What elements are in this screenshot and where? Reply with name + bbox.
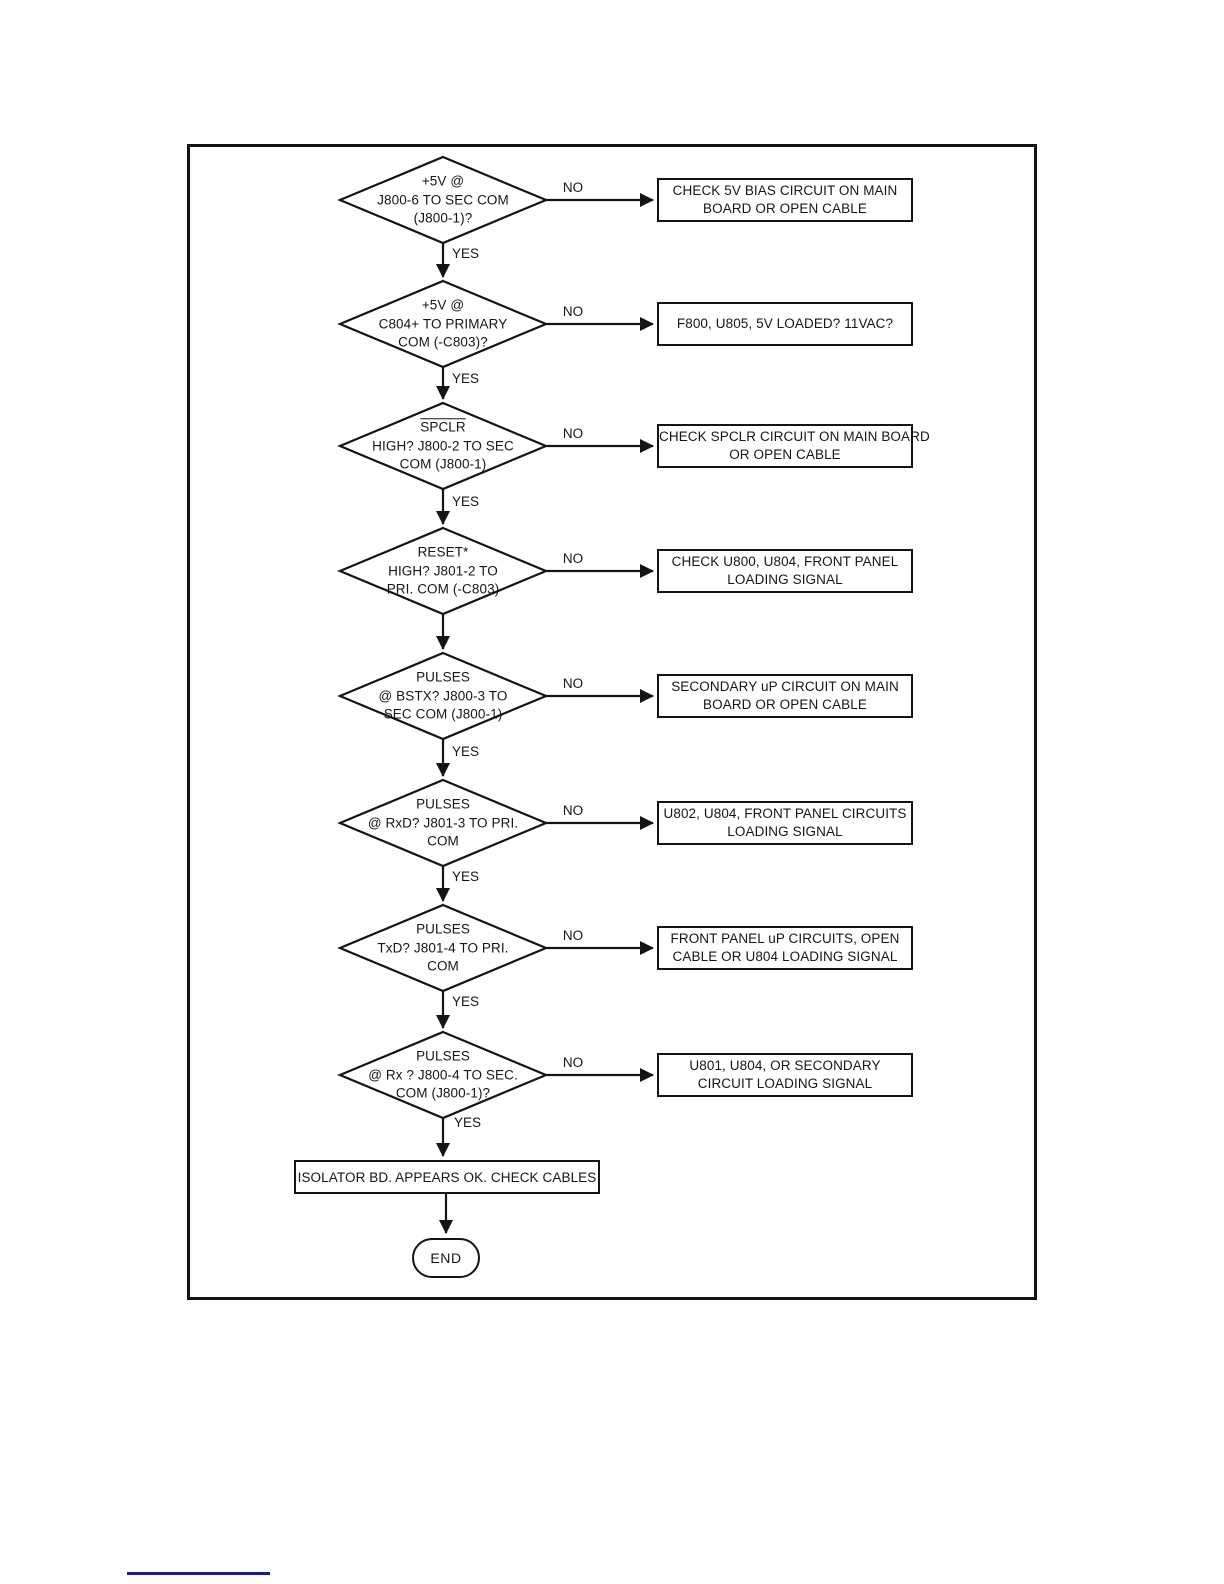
action-3-line-2: OR OPEN CABLE	[729, 447, 841, 462]
no-label-5: NO	[562, 676, 584, 691]
yes-label-2: YES	[452, 371, 480, 386]
yes-label-1: YES	[452, 246, 480, 261]
decision-diamond-2	[337, 279, 549, 369]
decision-diamond-8	[337, 1030, 549, 1120]
action-box-5: SECONDARY uP CIRCUIT ON MAIN BOARD OR OP…	[657, 674, 913, 718]
decision-4-line-3: PRI. COM (-C803)	[386, 581, 500, 597]
decision-2-text: +5V @ C804+ TO PRIMARY COM (-C803)?	[337, 296, 549, 352]
yes-label-7: YES	[452, 994, 480, 1009]
decision-2-line-3: COM (-C803)?	[398, 334, 488, 350]
action-3-line-1: CHECK SPCLR CIRCUIT ON MAIN BOARD	[659, 429, 930, 444]
bottom-underline-rule	[127, 1572, 270, 1575]
decision-diamond-7	[337, 903, 549, 993]
decision-7-line-2: TxD? J801-4 TO PRI.	[377, 939, 509, 955]
action-1-line-2: BOARD OR OPEN CABLE	[703, 201, 867, 216]
decision-5-text: PULSES @ BSTX? J800-3 TO SEC COM (J800-1…	[337, 668, 549, 724]
decision-1-line-1: +5V @	[421, 173, 465, 189]
decision-4-text: RESET* HIGH? J801-2 TO PRI. COM (-C803)	[337, 543, 549, 599]
decision-diamond-4	[337, 526, 549, 616]
end-terminator: END	[412, 1238, 480, 1278]
no-label-7: NO	[562, 928, 584, 943]
action-4-line-2: LOADING SIGNAL	[727, 572, 843, 587]
action-1-line-1: CHECK 5V BIAS CIRCUIT ON MAIN	[672, 183, 898, 198]
decision-1-text: +5V @ J800-6 TO SEC COM (J800-1)?	[337, 172, 549, 228]
action-box-6: U802, U804, FRONT PANEL CIRCUITS LOADING…	[657, 801, 913, 845]
action-8-line-2: CIRCUIT LOADING SIGNAL	[697, 1076, 873, 1091]
decision-1-line-2: J800-6 TO SEC COM	[377, 191, 509, 207]
yes-label-8: YES	[454, 1115, 482, 1130]
no-label-3: NO	[562, 426, 584, 441]
action-6-line-2: LOADING SIGNAL	[727, 824, 843, 839]
decision-6-line-2: @ RxD? J801-3 TO PRI.	[367, 814, 519, 830]
action-box-7: FRONT PANEL uP CIRCUITS, OPEN CABLE OR U…	[657, 926, 913, 970]
action-5-line-2: BOARD OR OPEN CABLE	[703, 697, 867, 712]
decision-8-text: PULSES @ Rx ? J800-4 TO SEC. COM (J800-1…	[337, 1047, 549, 1103]
no-label-1: NO	[562, 180, 584, 195]
action-2-line-1: F800, U805, 5V LOADED? 11VAC?	[676, 316, 894, 331]
decision-6-line-3: COM	[427, 833, 459, 849]
decision-7-line-3: COM	[427, 958, 459, 974]
action-8-line-1: U801, U804, OR SECONDARY	[689, 1058, 881, 1073]
decision-diamond-5	[337, 651, 549, 741]
action-box-8: U801, U804, OR SECONDARY CIRCUIT LOADING…	[657, 1053, 913, 1097]
decision-4-line-1: RESET*	[417, 544, 469, 560]
yes-label-6: YES	[452, 869, 480, 884]
action-box-3: CHECK SPCLR CIRCUIT ON MAIN BOARD OR OPE…	[657, 424, 930, 468]
action-7-line-1: FRONT PANEL uP CIRCUITS, OPEN	[670, 931, 900, 946]
decision-3-text: SPCLR HIGH? J800-2 TO SEC COM (J800-1)	[337, 418, 549, 474]
decision-5-line-1: PULSES	[416, 669, 470, 685]
decision-6-text: PULSES @ RxD? J801-3 TO PRI. COM	[337, 795, 549, 851]
yes-label-5: YES	[452, 744, 480, 759]
decision-8-line-1: PULSES	[416, 1048, 470, 1064]
decision-6-line-1: PULSES	[416, 796, 470, 812]
decision-3-line-2: HIGH? J800-2 TO SEC	[372, 437, 514, 453]
decision-4-line-2: HIGH? J801-2 TO	[388, 562, 498, 578]
decision-2-line-2: C804+ TO PRIMARY	[378, 315, 508, 331]
no-label-8: NO	[562, 1055, 584, 1070]
action-6-line-1: U802, U804, FRONT PANEL CIRCUITS	[663, 806, 907, 821]
decision-8-line-3: COM (J800-1)?	[395, 1085, 491, 1101]
action-7-line-2: CABLE OR U804 LOADING SIGNAL	[672, 949, 898, 964]
decision-1-line-3: (J800-1)?	[413, 210, 473, 226]
decision-2-line-1: +5V @	[421, 297, 465, 313]
terminal-box: ISOLATOR BD. APPEARS OK. CHECK CABLES	[294, 1160, 600, 1194]
action-box-1: CHECK 5V BIAS CIRCUIT ON MAIN BOARD OR O…	[657, 178, 913, 222]
action-5-line-1: SECONDARY uP CIRCUIT ON MAIN	[671, 679, 899, 694]
decision-3-line-3: COM (J800-1)	[399, 456, 487, 472]
decision-5-line-2: @ BSTX? J800-3 TO	[378, 687, 508, 703]
decision-7-text: PULSES TxD? J801-4 TO PRI. COM	[337, 920, 549, 976]
yes-label-3: YES	[452, 494, 480, 509]
action-box-2: F800, U805, 5V LOADED? 11VAC?	[657, 302, 913, 346]
decision-3-line-1: SPCLR	[420, 419, 466, 435]
no-label-4: NO	[562, 551, 584, 566]
decision-5-line-3: SEC COM (J800-1)	[383, 706, 503, 722]
action-4-line-1: CHECK U800, U804, FRONT PANEL	[671, 554, 899, 569]
no-label-2: NO	[562, 304, 584, 319]
action-box-4: CHECK U800, U804, FRONT PANEL LOADING SI…	[657, 549, 913, 593]
decision-diamond-1	[337, 155, 549, 245]
decision-diamond-6	[337, 778, 549, 868]
decision-diamond-3	[337, 401, 549, 491]
decision-8-line-2: @ Rx ? J800-4 TO SEC.	[368, 1066, 518, 1082]
decision-7-line-1: PULSES	[416, 921, 470, 937]
no-label-6: NO	[562, 803, 584, 818]
